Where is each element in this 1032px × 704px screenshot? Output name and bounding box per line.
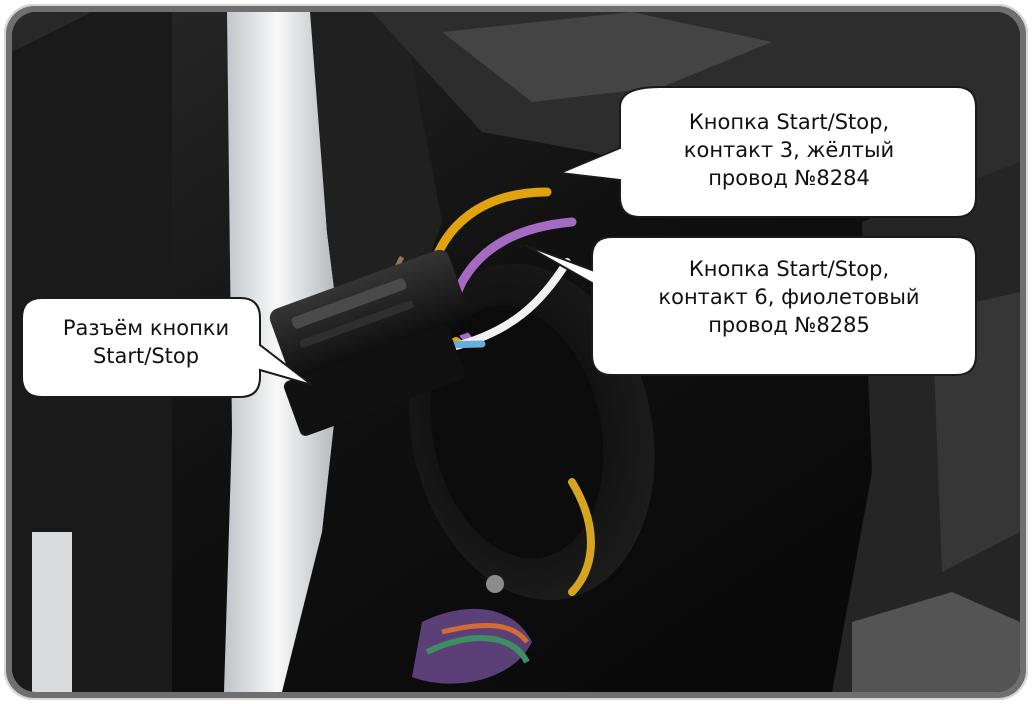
- violet-wire-label-line3: провод №8285: [708, 313, 870, 338]
- green-wire-bundle: [425, 635, 530, 664]
- violet-wire-label-line1: Кнопка Start/Stop,: [688, 257, 890, 281]
- connector-label: Разъём кнопки Start/Stop: [18, 314, 274, 370]
- connector-callout: [21, 297, 313, 398]
- yellow-wire-label-line3: провод №8284: [708, 166, 870, 191]
- metal-bolt: [486, 575, 504, 593]
- orange-wire-bundle: [441, 622, 529, 644]
- foam-texture: [442, 12, 772, 102]
- connector-lock: [283, 324, 465, 436]
- lower-right-foam: [852, 592, 1020, 692]
- connector-label-line2: Start/Stop: [92, 344, 200, 369]
- connector-ridge-2: [299, 300, 414, 348]
- violet-wire-callout: [524, 236, 977, 376]
- yellow-wire-label-line2: контакт 3, жёлтый: [683, 138, 895, 163]
- violet-wire-label: Кнопка Start/Stop, контакт 6, фиолетовый…: [596, 255, 982, 339]
- yellow-wire-callout: [556, 86, 977, 218]
- inner-opening: [430, 305, 604, 559]
- yellow-wire-tail: [568, 478, 595, 596]
- violet-wire-label-line2: контакт 6, фиолетовый: [658, 285, 920, 310]
- door-white-bottom: [32, 532, 72, 692]
- yellow-wire-label-line1: Кнопка Start/Stop,: [688, 110, 890, 134]
- connector-label-line1: Разъём кнопки: [62, 316, 230, 340]
- yellow-wire-label: Кнопка Start/Stop, контакт 3, жёлтый про…: [600, 108, 978, 192]
- connector-ridge: [291, 278, 407, 329]
